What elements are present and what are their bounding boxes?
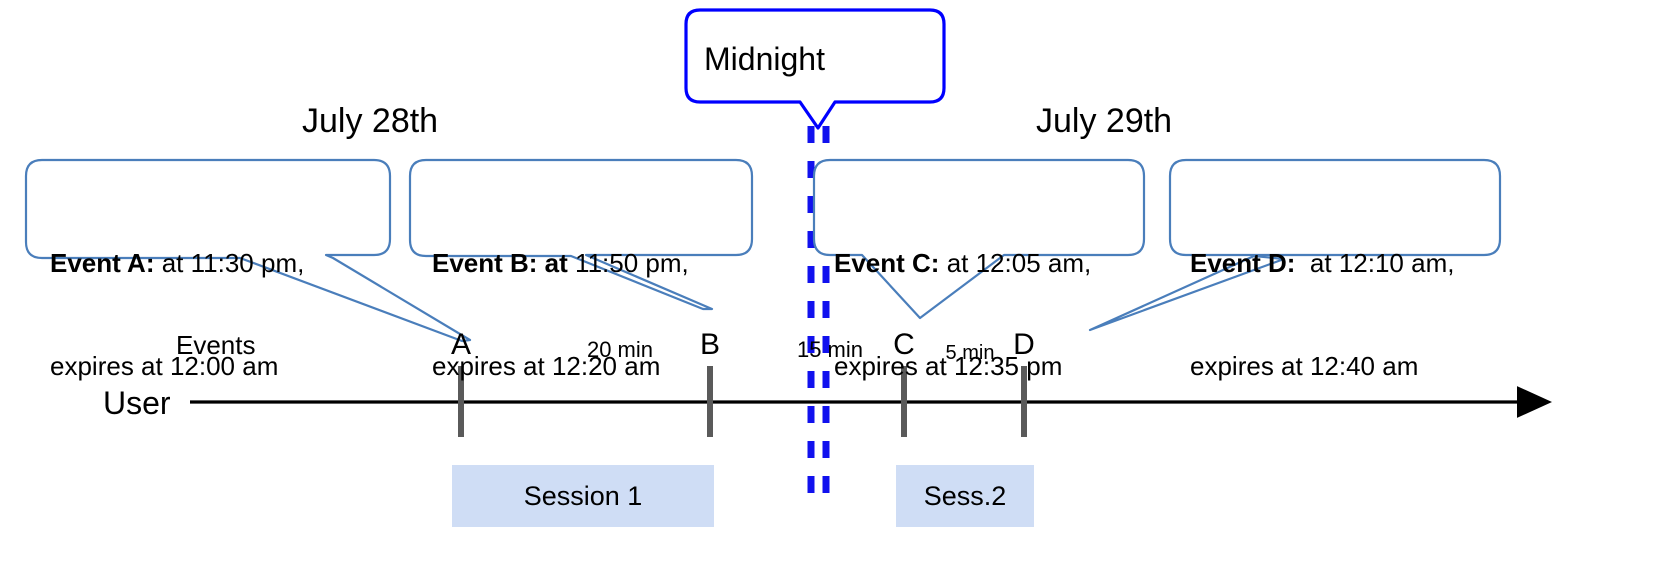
callout-event-c-text: Event C: at 12:05 am, expires at 12:35 p… xyxy=(834,177,1146,452)
tick-label-b: B xyxy=(699,328,720,361)
callout-event-c-shape xyxy=(812,158,1146,320)
callout-event-a-line1: Event A: at 11:30 pm, xyxy=(50,246,390,280)
callout-event-b-line2: expires at 12:20 am xyxy=(432,350,661,381)
callout-event-c-line2: expires at 12:35 pm xyxy=(834,350,1063,381)
callout-event-d-line2: expires at 12:40 am xyxy=(1190,350,1419,381)
interval-label-c-d: 5 min xyxy=(945,342,995,364)
row-label-events: Events xyxy=(176,330,256,360)
callout-event-b-text: Event B: at 11:50 pm, expires at 12:20 a… xyxy=(432,177,752,452)
callout-event-c-rest: at 12:05 am, xyxy=(939,247,1092,278)
callout-event-d-text: Event D: at 12:10 am, expires at 12:40 a… xyxy=(1190,177,1502,452)
callout-event-b-line1: Event B: at 11:50 pm, xyxy=(432,246,752,280)
callout-event-b-bold: Event B: at xyxy=(432,247,568,278)
midnight-bubble-shape xyxy=(684,8,946,130)
interval-label-a-b: 20 min xyxy=(586,337,654,362)
callout-event-d-shape xyxy=(1168,158,1502,257)
callout-event-b-rest: 11:50 pm, xyxy=(567,247,689,278)
callout-event-d-pointer xyxy=(1088,254,1286,332)
session-box-1: Session 1 xyxy=(452,465,714,527)
callout-event-d-line1: Event D: at 12:10 am, xyxy=(1190,246,1502,280)
callout-event-a-shape xyxy=(24,158,472,343)
callout-event-a-line2: expires at 12:00 am xyxy=(50,350,279,381)
row-label-user: User xyxy=(103,385,171,421)
midnight-bubble-label: Midnight xyxy=(704,41,825,77)
session-box-2: Sess.2 xyxy=(896,465,1034,527)
date-label-july-29: July 29th xyxy=(1036,102,1173,140)
date-label-july-28: July 28th xyxy=(302,102,439,140)
callout-event-b-shape xyxy=(408,158,754,311)
tick-label-c: C xyxy=(893,328,915,361)
callout-event-d-bold: Event D: xyxy=(1190,247,1296,278)
callout-event-d-rest: at 12:10 am, xyxy=(1295,247,1455,278)
callout-event-a-bold: Event A: xyxy=(50,247,155,278)
tick-label-d: D xyxy=(1013,328,1035,361)
callout-event-a-text: Event A: at 11:30 pm, expires at 12:00 a… xyxy=(50,177,390,452)
callout-event-a-rest: at 11:30 pm, xyxy=(154,247,305,278)
callout-event-c-line1: Event C: at 12:05 am, xyxy=(834,246,1146,280)
tick-label-a: A xyxy=(450,328,471,361)
callout-event-c-bold: Event C: xyxy=(834,247,940,278)
interval-label-b-c: 15 min xyxy=(796,337,864,362)
